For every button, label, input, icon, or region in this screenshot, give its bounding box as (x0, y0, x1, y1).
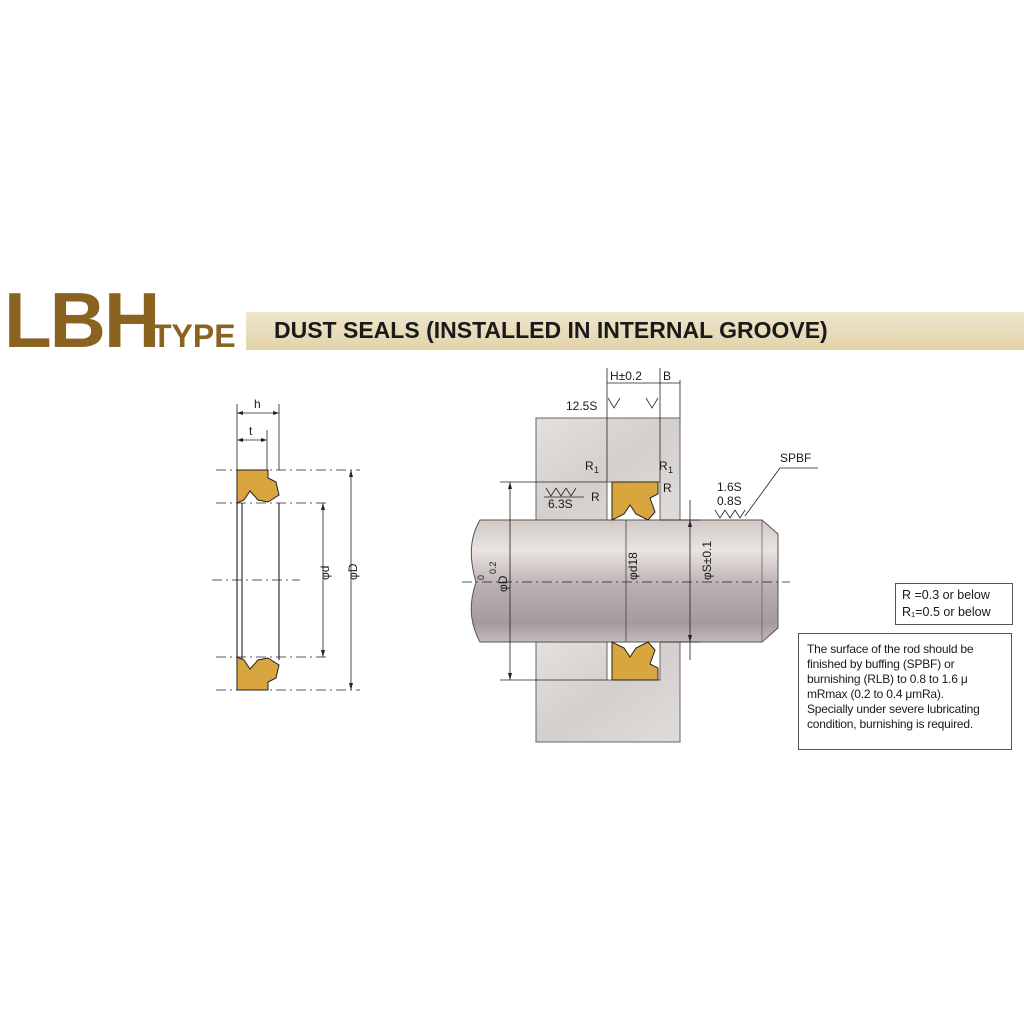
title-code: LBH (4, 276, 160, 364)
radius-note-line: R₁=0.5 or below (902, 605, 991, 619)
arrow-head (688, 635, 692, 642)
roughness-symbol (645, 397, 659, 409)
installed-seal-top (611, 481, 659, 521)
seal-profile-bottom (236, 656, 280, 691)
dim-d18-label: φd18 (626, 552, 640, 580)
installation-figure: H±0.2 B 12.5S R 1 R 1 R R 6.3S SPBF 1.6S… (462, 368, 818, 743)
arrow-head (349, 683, 353, 690)
r1-right-label: R (659, 459, 668, 473)
radius-note-line: R =0.3 or below (902, 588, 990, 602)
installed-seal-bottom (611, 641, 659, 681)
roughness-symbol-1-6 (714, 509, 746, 519)
arrow-head (321, 650, 325, 657)
surface-note-line: The surface of the rod should be (807, 642, 974, 656)
surface-note-line: condition, burnishing is required. (807, 717, 973, 731)
h-tol-label: H±0.2 (610, 369, 642, 383)
seal-section-figure: h t φd φD (212, 397, 360, 691)
r1-right-sub: 1 (668, 465, 673, 475)
housing-bottom (535, 641, 681, 743)
b-label: B (663, 369, 671, 383)
arrow-head (237, 411, 243, 415)
r1-left-sub: 1 (594, 465, 599, 475)
r1-left-label: R (585, 459, 594, 473)
dim-D-label: φD (346, 563, 360, 580)
dim-D-groove-label: φD (496, 575, 510, 592)
arrow-head (349, 470, 353, 477)
roughness-1-6-label: 1.6S (717, 480, 742, 494)
arrow-head (237, 438, 243, 442)
dim-D-tol-bottom: 0.2 (488, 561, 498, 574)
roughness-symbol (607, 397, 621, 409)
dim-d-label: φd (318, 566, 332, 580)
roughness-12-5-label: 12.5S (566, 399, 597, 413)
arrow-head (321, 503, 325, 510)
arrow-head (508, 673, 512, 680)
arrow-head (261, 438, 267, 442)
dim-h-label: h (254, 397, 261, 411)
dim-D-tol-top: 0 (476, 575, 486, 580)
dim-t-label: t (249, 424, 253, 438)
surface-note-line: burnishing (RLB) to 0.8 to 1.6 μ (807, 672, 968, 686)
radius-note-box: R =0.3 or below R₁=0.5 or below (895, 583, 1013, 625)
title-suffix: TYPE (152, 318, 236, 354)
arrow-head (508, 482, 512, 489)
dim-S-label: φS±0.1 (700, 541, 714, 580)
title-banner: DUST SEALS (INSTALLED IN INTERNAL GROOVE… (246, 312, 1024, 350)
surface-note-line: mRmax (0.2 to 0.4 μmRa). (807, 687, 944, 701)
seal-profile-top (236, 469, 280, 504)
roughness-symbol-6-3 (545, 487, 577, 497)
roughness-0-8-label: 0.8S (717, 494, 742, 508)
r-left-label: R (591, 490, 600, 504)
surface-note-box: The surface of the rod should be finishe… (798, 633, 1012, 750)
roughness-6-3-label: 6.3S (548, 497, 573, 511)
r-right-label: R (663, 481, 672, 495)
banner-text: DUST SEALS (INSTALLED IN INTERNAL GROOVE… (274, 317, 828, 343)
arrow-head (273, 411, 279, 415)
surface-note-line: finished by buffing (SPBF) or (807, 657, 955, 671)
rod (470, 519, 779, 643)
arrow-head (688, 520, 692, 527)
spbf-label: SPBF (780, 451, 811, 465)
spbf-leader (744, 467, 781, 517)
surface-note-line: Specially under severe lubricating (807, 702, 980, 716)
